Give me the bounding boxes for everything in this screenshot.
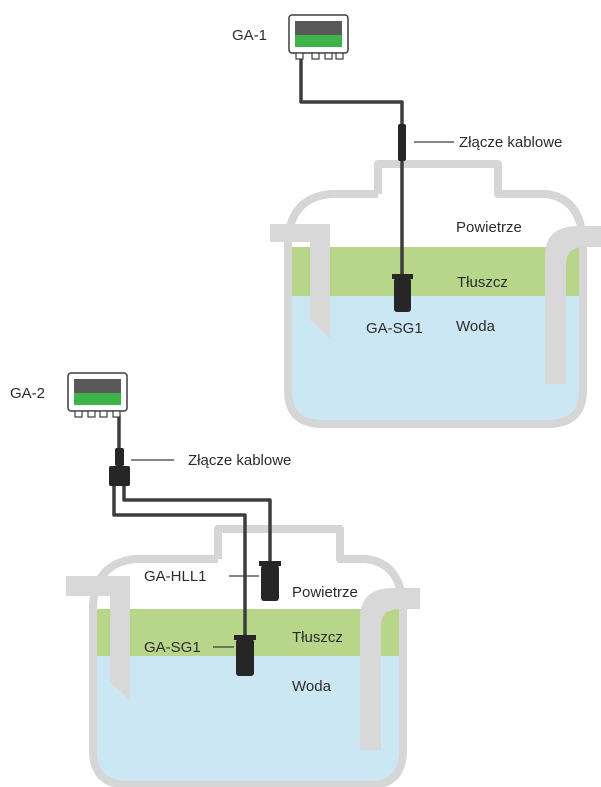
display-screen-top — [74, 379, 121, 393]
label-connector-2: Złącze kablowe — [188, 452, 291, 469]
display-screen-bottom — [295, 35, 342, 47]
outlet-pipe-1 — [545, 226, 601, 384]
grease-layer-1 — [288, 247, 583, 296]
inlet-pipe-1 — [270, 224, 330, 338]
water-layer-1 — [288, 296, 583, 424]
controller-ga-2 — [67, 372, 128, 418]
display-screen-top — [295, 21, 342, 35]
tank-1 — [270, 160, 601, 428]
display-screen-bottom — [74, 393, 121, 405]
label-grease-1: Tłuszcz — [457, 274, 508, 291]
label-air-2: Powietrze — [292, 584, 358, 601]
label-ga-1: GA-1 — [232, 27, 267, 44]
sensor-ga-hll1 — [259, 561, 281, 601]
sensor-ga-sg1-2 — [234, 635, 256, 676]
label-water-1: Woda — [456, 318, 496, 335]
label-sensor-hll1: GA-HLL1 — [144, 568, 207, 585]
water-layer-2 — [93, 656, 403, 785]
label-water-2: Woda — [292, 678, 332, 695]
sensor-ga-sg1-1 — [392, 274, 413, 312]
label-ga-2: GA-2 — [10, 385, 45, 402]
outlet-pipe-2 — [360, 588, 420, 750]
cable-connector-1 — [398, 124, 406, 161]
cable-2 — [112, 415, 272, 637]
label-air-1: Powietrze — [456, 219, 522, 236]
tank-outline-1 — [284, 160, 587, 428]
cable-1 — [299, 57, 404, 276]
label-grease-2: Tłuszcz — [292, 629, 343, 646]
label-sensor-sg1-2: GA-SG1 — [144, 639, 201, 656]
cable-connector-2 — [109, 448, 130, 486]
label-connector-1: Złącze kablowe — [459, 134, 562, 151]
label-sensor-sg1-1: GA-SG1 — [366, 320, 423, 337]
tank-2 — [66, 525, 420, 787]
controller-ga-1 — [288, 14, 349, 60]
inlet-pipe-2 — [66, 576, 130, 700]
